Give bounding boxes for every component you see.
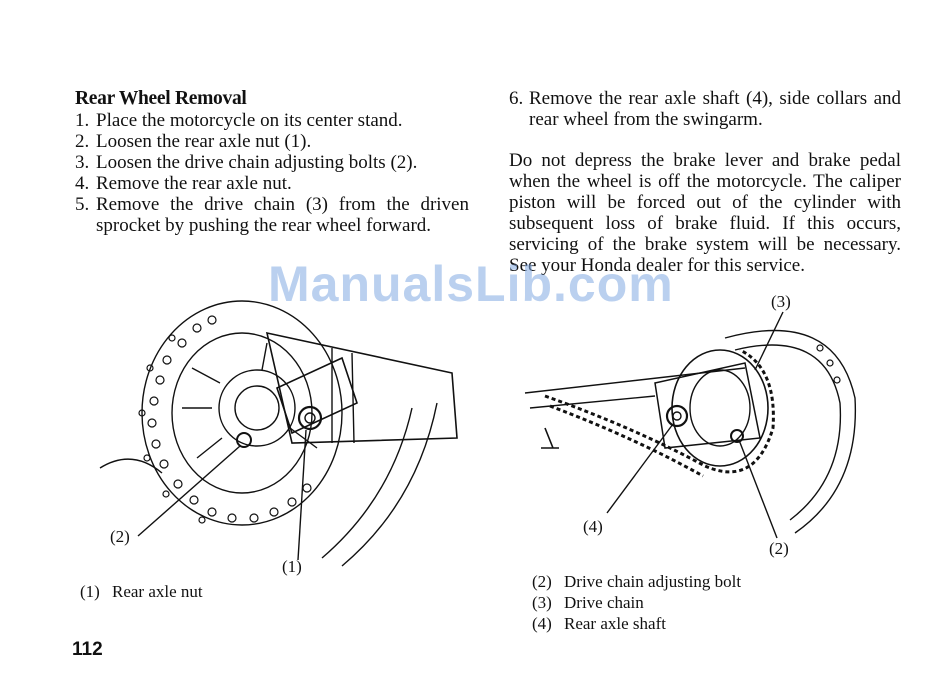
step-number: 1. — [75, 110, 90, 131]
drive-chain-shape — [544, 348, 775, 474]
section-title: Rear Wheel Removal — [75, 88, 247, 109]
legend-label: Rear axle shaft — [564, 614, 666, 633]
step-text: Remove the rear axle nut. — [96, 173, 292, 194]
figure-right-legend: (2) Drive chain adjusting bolt (3) Drive c… — [532, 571, 741, 634]
step-number: 5. — [75, 194, 90, 215]
tire-arc — [321, 407, 413, 559]
step-item: 2. Loosen the rear axle nut (1). — [75, 131, 469, 152]
leader-lines — [606, 311, 784, 539]
hub-center — [234, 385, 280, 431]
legend-label: Drive chain adjusting bolt — [564, 572, 742, 591]
legend-number: (4) — [532, 614, 552, 633]
legend-item: (2) Drive chain adjusting bolt — [532, 571, 741, 592]
chain-adjuster-plate — [276, 356, 358, 435]
step-text: Remove the rear axle shaft (4), side col… — [529, 88, 901, 130]
step-text: Loosen the rear axle nut (1). — [96, 131, 312, 152]
adjusting-bolt-shape — [236, 432, 252, 448]
removal-steps-list-continued: 6.Remove the rear axle shaft (4), side c… — [509, 88, 901, 130]
page-number: 112 — [72, 639, 103, 660]
callout-3: (3) — [771, 292, 791, 311]
legend-item: (1) Rear axle nut — [80, 581, 203, 602]
step-number: 4. — [75, 173, 90, 194]
tire-arc — [341, 402, 438, 567]
step-text: Loosen the drive chain adjusting bolts (… — [96, 152, 418, 173]
figure-rear-axle-nut: (2) (1) — [92, 298, 462, 583]
tire-arc — [99, 458, 163, 474]
step-item: 6.Remove the rear axle shaft (4), side c… — [509, 88, 901, 130]
left-column: Rear Wheel Removal 1. Place the motorcycl… — [75, 88, 469, 236]
step-item: 1. Place the motorcycle on its center sta… — [75, 110, 469, 131]
figure-drive-chain: (3) (4) (2) — [515, 288, 865, 563]
watermark: ManualsLib.com — [268, 256, 674, 312]
right-column: 6.Remove the rear axle shaft (4), side c… — [509, 88, 901, 295]
leader-lines — [137, 429, 307, 561]
figure-left-legend: (1) Rear axle nut — [80, 581, 203, 602]
legend-item: (3) Drive chain — [532, 592, 741, 613]
disc-holes — [138, 315, 312, 524]
legend-number: (2) — [532, 572, 552, 591]
step-text: Place the motorcycle on its center stand… — [96, 110, 403, 131]
step-item: 3. Loosen the drive chain adjusting bolts… — [75, 152, 469, 173]
callout-2: (2) — [110, 527, 130, 546]
removal-steps-list: 1. Place the motorcycle on its center sta… — [75, 110, 469, 236]
drive-chain-illustration: (3) (4) (2) — [524, 292, 857, 558]
step-text: Remove the drive chain (3) from the driv… — [96, 194, 469, 236]
legend-item: (4) Rear axle shaft — [532, 613, 741, 634]
disc-inner-ring — [171, 332, 313, 494]
legend-label: Drive chain — [564, 593, 644, 612]
legend-number: (3) — [532, 593, 552, 612]
legend-number: (1) — [80, 582, 100, 601]
step-item: 5. Remove the drive chain (3) from the dr… — [75, 194, 469, 236]
step-number: 6. — [509, 88, 524, 109]
legend-label: Rear axle nut — [112, 582, 203, 601]
axle-shaft-end — [665, 404, 689, 428]
callout-1: (1) — [282, 557, 302, 576]
brake-disc — [141, 300, 343, 526]
axle-nut-shape — [297, 405, 323, 431]
step-item: 4. Remove the rear axle nut. — [75, 173, 469, 194]
disc-holes — [816, 344, 841, 384]
wheel-hub — [218, 369, 296, 447]
adjusting-bolt-shape — [730, 429, 744, 443]
tire-arc — [724, 329, 857, 534]
rear-wheel-axle-illustration: (2) (1) — [99, 300, 458, 576]
brake-warning-paragraph: Do not depress the brake lever and brake… — [509, 150, 901, 276]
callout-4: (4) — [583, 517, 603, 536]
callout-2: (2) — [769, 539, 789, 558]
swingarm — [265, 331, 458, 444]
step-number: 2. — [75, 131, 90, 152]
step-number: 3. — [75, 152, 90, 173]
